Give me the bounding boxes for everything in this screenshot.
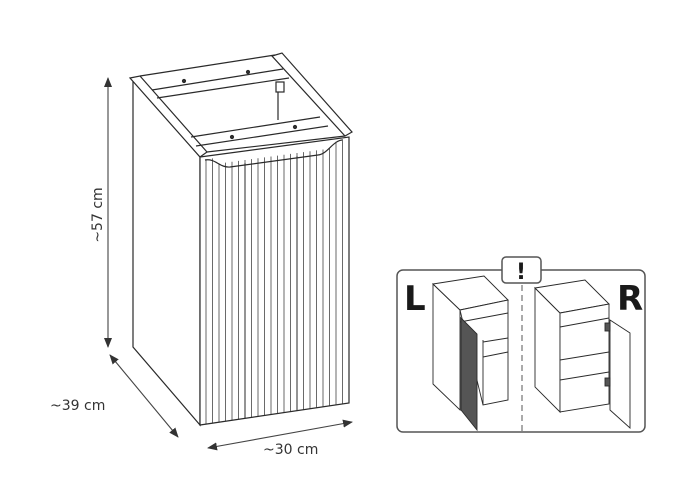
dimensions — [104, 77, 353, 451]
width-label: ~30 cm — [263, 442, 318, 458]
main-cabinet — [128, 52, 353, 427]
left-door-open — [460, 316, 478, 432]
warning-tab — [501, 256, 542, 284]
width-dimension-line — [207, 419, 353, 451]
door-handle-cutout — [204, 139, 344, 168]
depth-label: ~39 cm — [50, 398, 105, 414]
front-door — [199, 136, 350, 426]
depth-dimension-line — [109, 354, 179, 438]
right-door-open — [609, 319, 631, 430]
height-label: ~57 cm — [90, 187, 106, 242]
top-frame-right-rail — [270, 52, 353, 137]
left-hinged-cabinet — [432, 275, 509, 432]
warning-symbol: ! — [516, 260, 526, 285]
left-label: L — [404, 279, 426, 319]
right-label: R — [617, 279, 643, 319]
side-panel — [132, 78, 201, 427]
right-hinged-cabinet — [534, 279, 631, 430]
orientation-inset: ! L R — [396, 256, 646, 433]
